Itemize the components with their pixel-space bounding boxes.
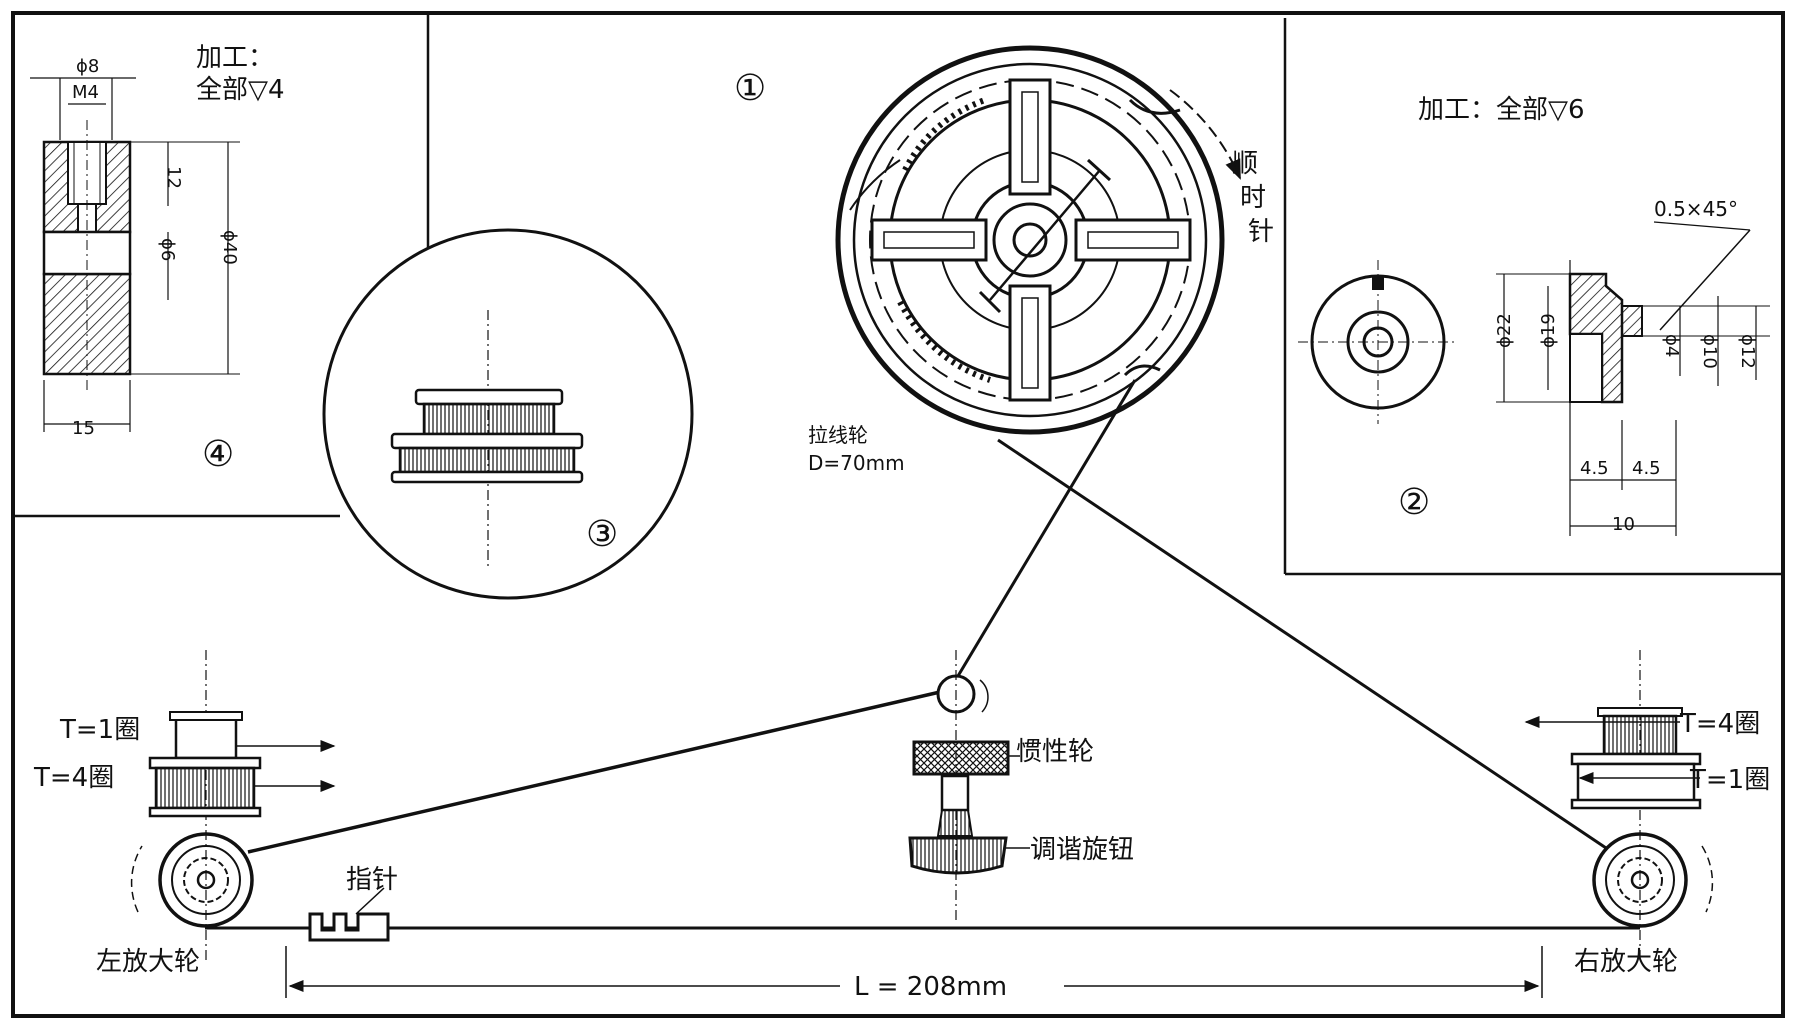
dim-12: 12	[163, 166, 184, 189]
dim-phi10: ϕ10	[1699, 334, 1720, 369]
dim-phi6: ϕ6	[157, 238, 178, 261]
right-turns-bottom: T=1圈	[1689, 765, 1770, 795]
dim-4-5-left: 4.5	[1580, 458, 1609, 479]
right-wheel-label: 右放大轮	[1574, 947, 1678, 977]
machining-note-4b: 全部▽4	[196, 75, 285, 105]
outer-frame	[11, 11, 1785, 1018]
pulley-diameter: D=70mm	[808, 451, 905, 475]
dim-phi12: ϕ12	[1737, 334, 1758, 369]
dim-phi19: ϕ19	[1538, 313, 1559, 348]
panel-1-pulley: ① 顺 时 针 拉线轮 D=70mm	[734, 45, 1274, 475]
machining-note-2: 加工：全部▽6	[1418, 95, 1585, 125]
chamfer-note: 0.5×45°	[1654, 197, 1738, 221]
panel-4: ϕ8 M4 12 ϕ6 ϕ40 15 加工： 全部▽4 ④	[13, 13, 430, 518]
tuning-knob-label: 调谐旋钮	[1030, 835, 1134, 865]
length-dimension: L = 208mm	[854, 972, 1007, 1002]
pulley-name: 拉线轮	[808, 423, 868, 447]
dim-phi22: ϕ22	[1494, 313, 1515, 348]
marker-1: ①	[734, 68, 766, 109]
dim-m4: M4	[72, 82, 99, 103]
marker-4: ④	[202, 434, 234, 475]
marker-2: ②	[1398, 482, 1430, 523]
dim-phi4: ϕ4	[1661, 334, 1682, 357]
rotation-char-3: 针	[1248, 217, 1274, 247]
left-wheel-label: 左放大轮	[96, 947, 200, 977]
dim-phi40: ϕ40	[219, 230, 240, 265]
assembly: T=1圈 T=4圈 T=4圈 T=1圈 惯性轮 调谐旋钮	[33, 379, 1770, 1002]
inertia-wheel-label: 惯性轮	[1016, 737, 1094, 767]
dim-10: 10	[1612, 514, 1635, 535]
panel-3: ③	[322, 228, 694, 600]
dim-15: 15	[72, 418, 95, 439]
left-turns-bottom: T=4圈	[33, 763, 114, 793]
panel-2: 加工：全部▽6 0.5×45° ϕ22 ϕ19 ϕ4 ϕ10 ϕ12	[1283, 18, 1783, 576]
dim-phi8: ϕ8	[76, 56, 99, 77]
pointer-label: 指针	[346, 865, 398, 895]
marker-3: ③	[586, 514, 618, 555]
rotation-char-1: 顺	[1232, 149, 1258, 179]
left-turns-top: T=1圈	[59, 715, 140, 745]
right-turns-top: T=4圈	[1679, 709, 1760, 739]
machining-note-4a: 加工：	[196, 43, 274, 73]
dim-4-5-right: 4.5	[1632, 458, 1661, 479]
rotation-char-2: 时	[1240, 183, 1266, 213]
